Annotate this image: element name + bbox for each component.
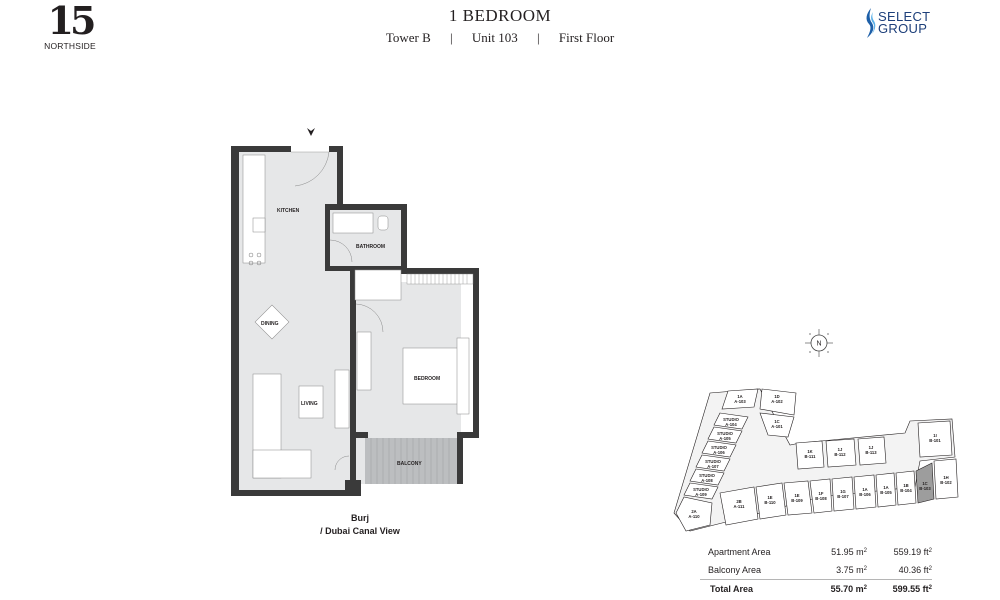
highlighted-unit	[915, 462, 935, 504]
floor-plan: KITCHEN BATHROOM DINING LIVING BEDROOM B…	[231, 128, 479, 496]
svg-text:B-104: B-104	[900, 488, 912, 493]
area-row-apartment: Apartment Area 51.95 m2 559.19 ft2	[708, 547, 932, 557]
svg-text:STUDIO: STUDIO	[699, 473, 716, 478]
svg-text:A-105: A-105	[719, 436, 731, 441]
svg-text:A-108: A-108	[701, 478, 713, 483]
room-label-living: LIVING	[301, 401, 318, 407]
compass-icon: N	[805, 329, 833, 357]
svg-text:A-104: A-104	[725, 422, 737, 427]
tower-label: Tower B	[385, 30, 431, 45]
svg-text:B-108: B-108	[815, 496, 827, 501]
separator: |	[450, 30, 453, 45]
floor-label: First Floor	[558, 30, 615, 45]
room-label-bathroom: BATHROOM	[356, 244, 385, 250]
room-label-kitchen: KITCHEN	[277, 208, 300, 214]
svg-text:B-112: B-112	[834, 452, 846, 457]
svg-text:1E: 1E	[767, 495, 772, 500]
svg-text:1J: 1J	[869, 445, 874, 450]
area-row-total: Total Area 55.70 m2 599.55 ft2	[700, 579, 932, 597]
svg-text:B-102: B-102	[940, 480, 952, 485]
svg-text:A-106: A-106	[713, 450, 725, 455]
svg-text:A-103: A-103	[734, 399, 746, 404]
svg-text:B-106: B-106	[859, 492, 871, 497]
select-group-logo: SELECT GROUP	[864, 8, 930, 38]
page-title: 1 BEDROOM	[448, 6, 552, 25]
room-label-dining: DINING	[261, 321, 279, 327]
area-row-balcony: Balcony Area 3.75 m2 40.36 ft2	[708, 565, 932, 575]
separator: |	[537, 30, 540, 45]
svg-text:1A: 1A	[737, 394, 742, 399]
svg-text:1G: 1G	[840, 489, 846, 494]
svg-text:1D: 1D	[774, 394, 779, 399]
svg-text:B-107: B-107	[837, 494, 849, 499]
svg-text:1E: 1E	[794, 493, 799, 498]
svg-text:1I: 1I	[933, 433, 937, 438]
svg-text:A-102: A-102	[771, 399, 783, 404]
logo-line1: SELECT	[878, 9, 931, 24]
svg-text:B-111: B-111	[805, 454, 817, 459]
svg-text:1B: 1B	[903, 483, 908, 488]
svg-text:2B: 2B	[736, 499, 741, 504]
view-label: Burj / Dubai Canal View	[320, 513, 400, 536]
svg-text:B-101: B-101	[929, 438, 941, 443]
svg-text:A-110: A-110	[688, 514, 700, 519]
unit-details: Tower B | Unit 103 | First Floor	[0, 30, 1000, 46]
svg-text:A-111: A-111	[734, 504, 746, 509]
flame-logo-icon	[866, 8, 876, 38]
key-plan: 1A A-103 1D A-102 1C A-101 STUDIO A-104 …	[673, 388, 959, 532]
svg-text:B-109: B-109	[791, 498, 803, 503]
entrance-arrow-icon	[307, 128, 315, 136]
svg-text:1J: 1J	[838, 447, 843, 452]
svg-text:B-110: B-110	[764, 500, 776, 505]
svg-text:1C: 1C	[922, 481, 927, 486]
svg-text:1F: 1F	[819, 491, 824, 496]
northside-logo: 15 NORTHSIDE	[40, 0, 100, 52]
svg-text:N: N	[816, 341, 821, 348]
logo-line2: GROUP	[878, 21, 928, 36]
svg-text:A-107: A-107	[707, 464, 719, 469]
svg-text:STUDIO: STUDIO	[705, 459, 722, 464]
svg-text:1A: 1A	[862, 487, 867, 492]
svg-text:1A: 1A	[883, 485, 888, 490]
unit-label: Unit 103	[471, 30, 518, 45]
svg-text:STUDIO: STUDIO	[711, 445, 728, 450]
svg-text:A-109: A-109	[695, 492, 707, 497]
walls	[231, 146, 479, 496]
svg-text:1H: 1H	[943, 475, 948, 480]
svg-text:STUDIO: STUDIO	[693, 487, 710, 492]
room-label-balcony: BALCONY	[397, 461, 422, 467]
svg-text:1K: 1K	[807, 449, 812, 454]
svg-text:B-105: B-105	[880, 490, 892, 495]
logo-number: 15	[47, 0, 97, 43]
logo-name: NORTHSIDE	[44, 41, 96, 51]
svg-text:B-113: B-113	[865, 450, 877, 455]
svg-text:2A: 2A	[691, 509, 696, 514]
room-label-bedroom: BEDROOM	[414, 376, 440, 382]
svg-text:STUDIO: STUDIO	[723, 417, 740, 422]
svg-text:B-103: B-103	[919, 486, 931, 491]
svg-text:A-101: A-101	[771, 424, 783, 429]
svg-text:STUDIO: STUDIO	[717, 431, 734, 436]
area-table: Apartment Area 51.95 m2 559.19 ft2 Balco…	[700, 543, 932, 597]
svg-text:1C: 1C	[774, 419, 779, 424]
